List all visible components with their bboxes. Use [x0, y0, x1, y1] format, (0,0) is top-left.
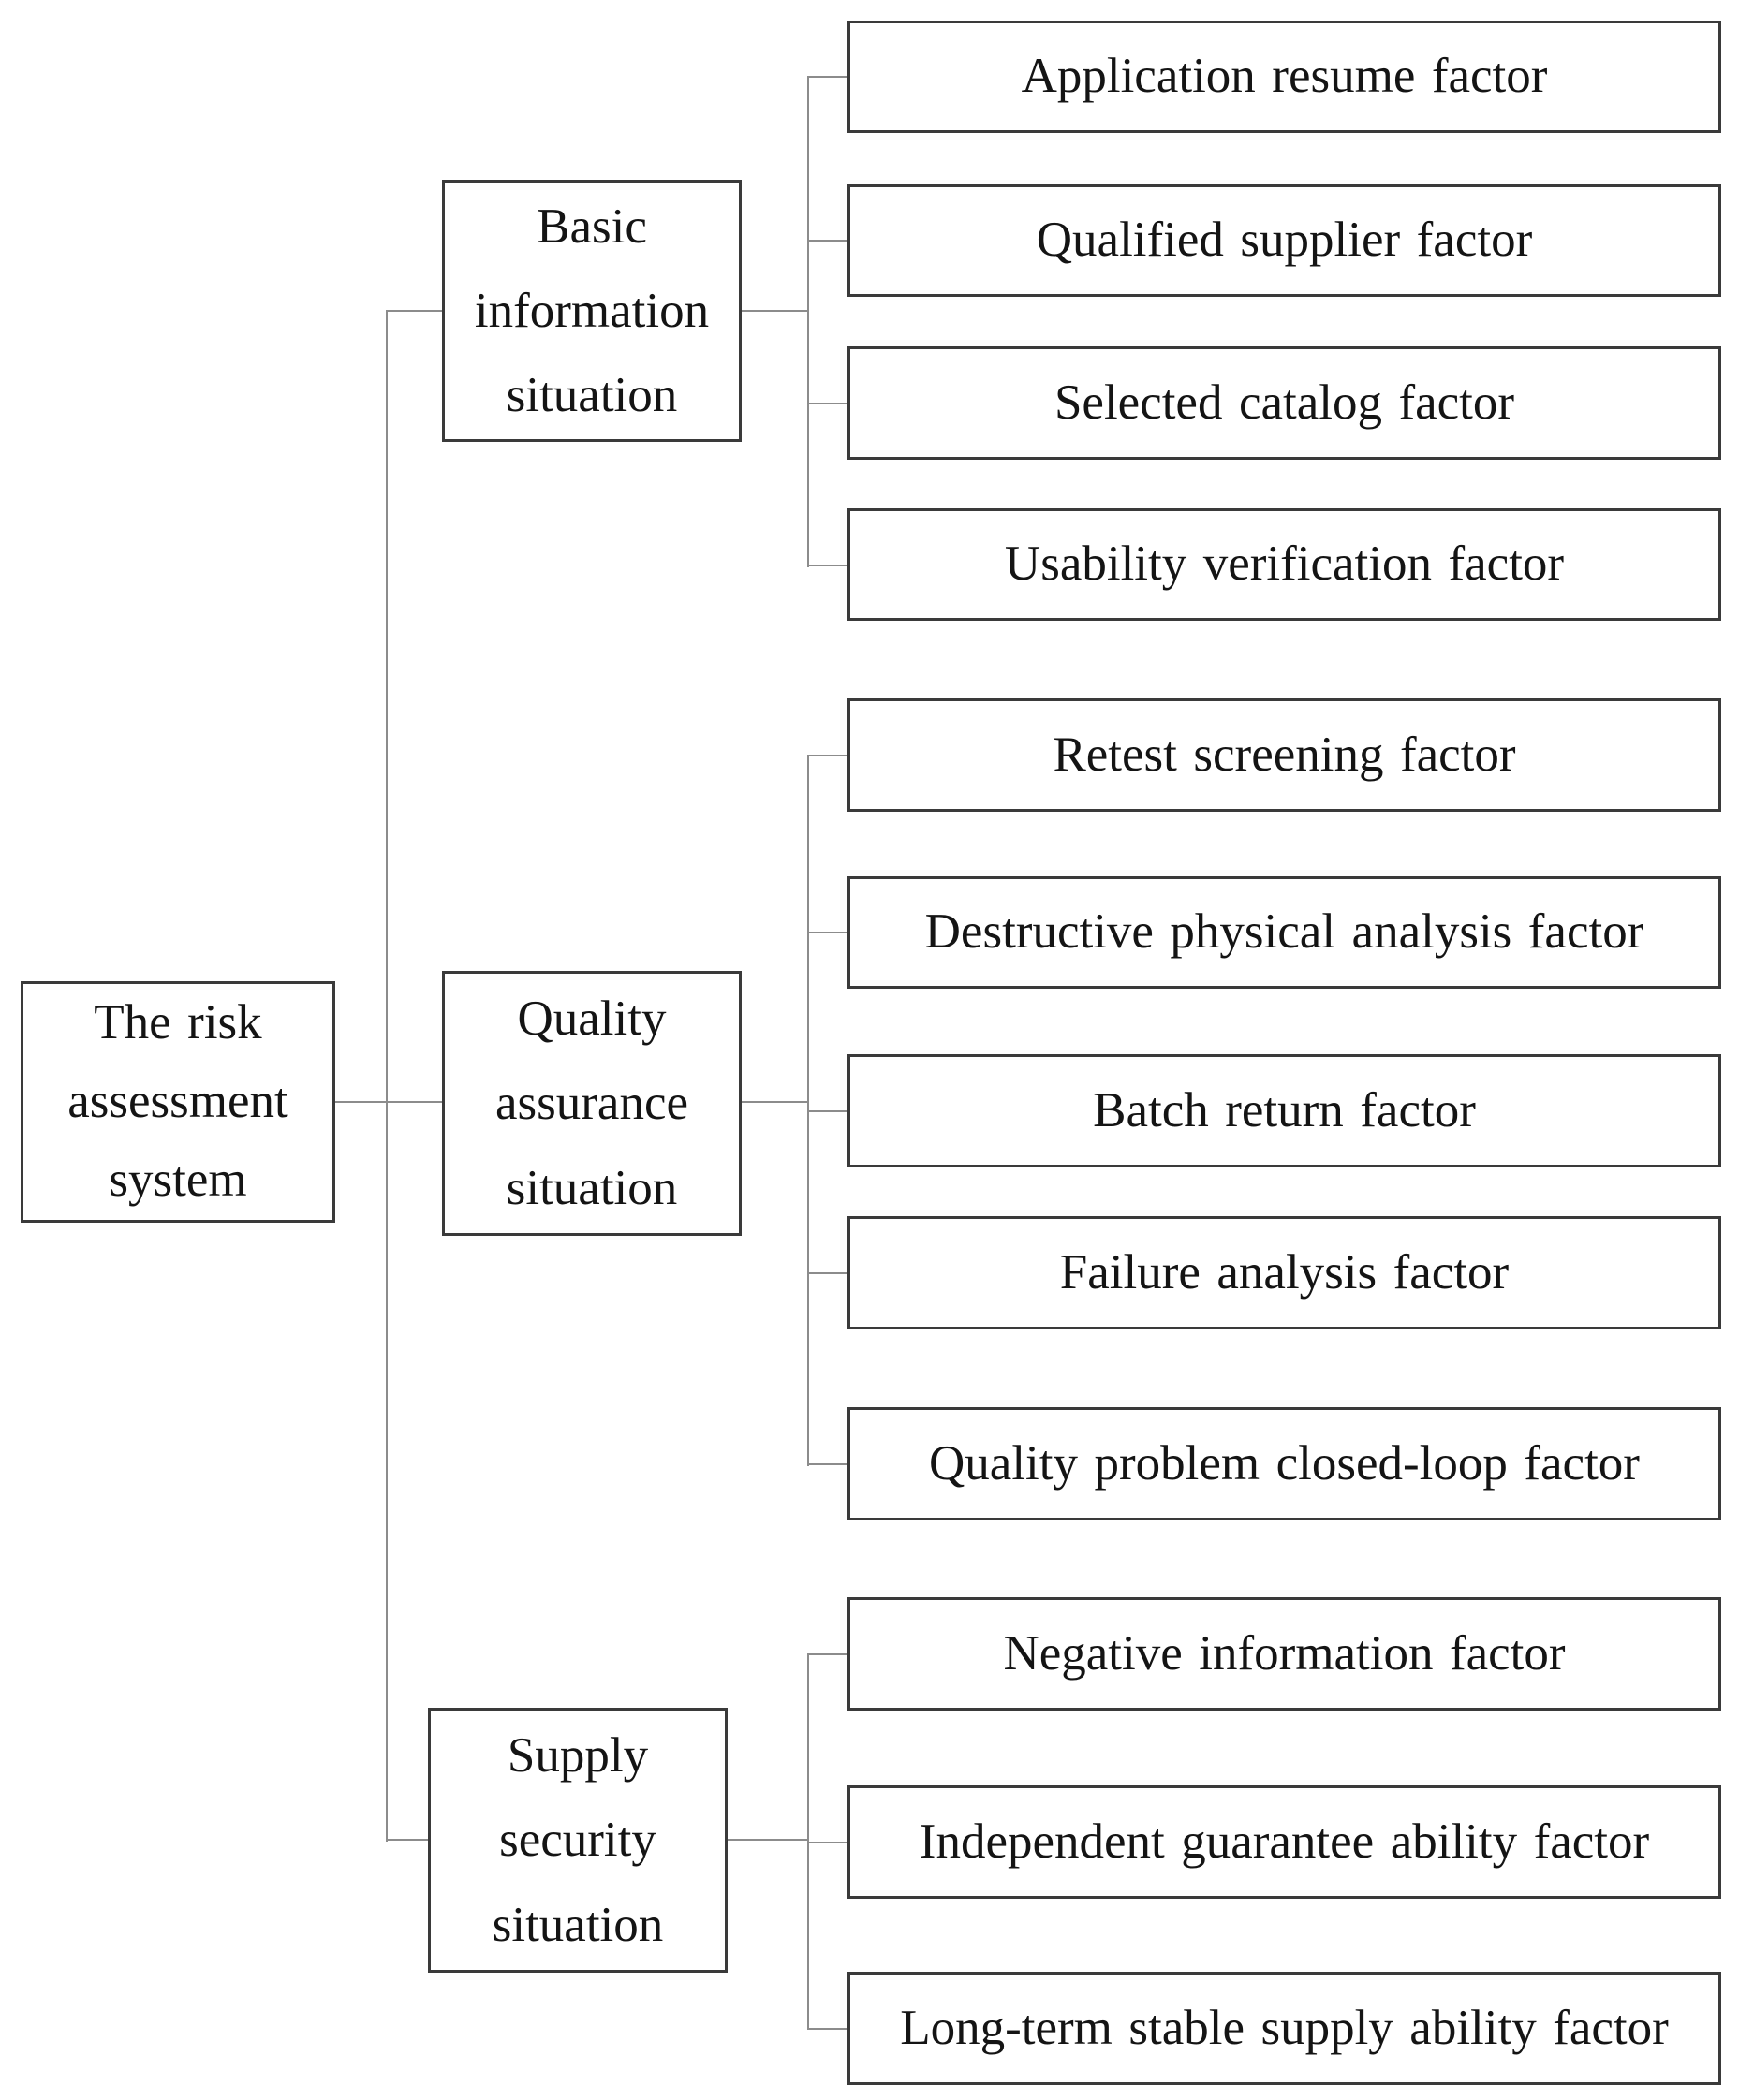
node-label: Qualified supplier factor [1036, 213, 1533, 268]
node-label: Failure analysis factor [1059, 1244, 1510, 1300]
node-branch-basic-information: Basic information situation [442, 180, 742, 442]
node-label: Independent guarantee ability factor [919, 1814, 1650, 1869]
connector-trunk-to-branch-1 [386, 310, 442, 312]
connector-leaf-stub [807, 565, 847, 566]
subtrunk-line-branch-1 [807, 76, 809, 567]
node-leaf-destructive-physical-analysis: Destructive physical analysis factor [847, 876, 1721, 989]
node-label: Usability verification factor [1004, 536, 1565, 592]
node-leaf-batch-return: Batch return factor [847, 1054, 1721, 1167]
node-label: Batch return factor [1093, 1082, 1476, 1138]
connector-leaf-stub [807, 1110, 847, 1112]
connector-leaf-stub [807, 76, 847, 78]
node-leaf-usability-verification: Usability verification factor [847, 508, 1721, 621]
connector-trunk-to-branch-2 [386, 1101, 442, 1103]
connector-leaf-stub [807, 1842, 847, 1843]
node-label: Selected catalog factor [1054, 374, 1515, 430]
node-label: Basic information situation [474, 198, 710, 423]
node-label: Retest screening factor [1053, 727, 1516, 782]
node-leaf-retest-screening: Retest screening factor [847, 698, 1721, 812]
node-leaf-negative-information: Negative information factor [847, 1597, 1721, 1711]
connector-leaf-stub [807, 932, 847, 933]
node-label: Application resume factor [1021, 49, 1548, 104]
node-label: Long-term stable supply ability factor [900, 2000, 1669, 2055]
node-leaf-independent-guarantee: Independent guarantee ability factor [847, 1785, 1721, 1899]
node-leaf-failure-analysis: Failure analysis factor [847, 1216, 1721, 1329]
connector-leaf-stub [807, 2028, 847, 2030]
node-label: Supply security situation [492, 1728, 664, 1952]
node-branch-supply-security: Supply security situation [428, 1708, 728, 1973]
connector-leaf-stub [807, 1653, 847, 1655]
node-leaf-application-resume: Application resume factor [847, 21, 1721, 133]
node-leaf-selected-catalog: Selected catalog factor [847, 346, 1721, 460]
node-leaf-qualified-supplier: Qualified supplier factor [847, 184, 1721, 297]
connector-branch-3-to-subtrunk [728, 1839, 809, 1841]
node-leaf-long-term-stable-supply: Long-term stable supply ability factor [847, 1972, 1721, 2085]
connector-leaf-stub [807, 1272, 847, 1274]
node-label: Quality assurance situation [495, 991, 688, 1215]
node-label: Quality problem closed-loop factor [929, 1435, 1640, 1491]
node-root: The risk assessment system [21, 981, 335, 1223]
connector-leaf-stub [807, 403, 847, 404]
connector-branch-1-to-subtrunk [742, 310, 809, 312]
node-label: Destructive physical analysis factor [924, 904, 1644, 960]
connector-root-to-trunk [335, 1101, 388, 1103]
connector-leaf-stub [807, 240, 847, 242]
connector-leaf-stub [807, 755, 847, 756]
node-branch-quality-assurance: Quality assurance situation [442, 971, 742, 1236]
node-leaf-quality-problem-closed-loop: Quality problem closed-loop factor [847, 1407, 1721, 1520]
trunk-line [386, 310, 388, 1842]
connector-trunk-to-branch-3 [386, 1839, 428, 1841]
connector-branch-2-to-subtrunk [742, 1101, 809, 1103]
node-label: Negative information factor [1003, 1625, 1566, 1681]
node-label: The risk assessment system [67, 995, 288, 1207]
connector-leaf-stub [807, 1463, 847, 1465]
